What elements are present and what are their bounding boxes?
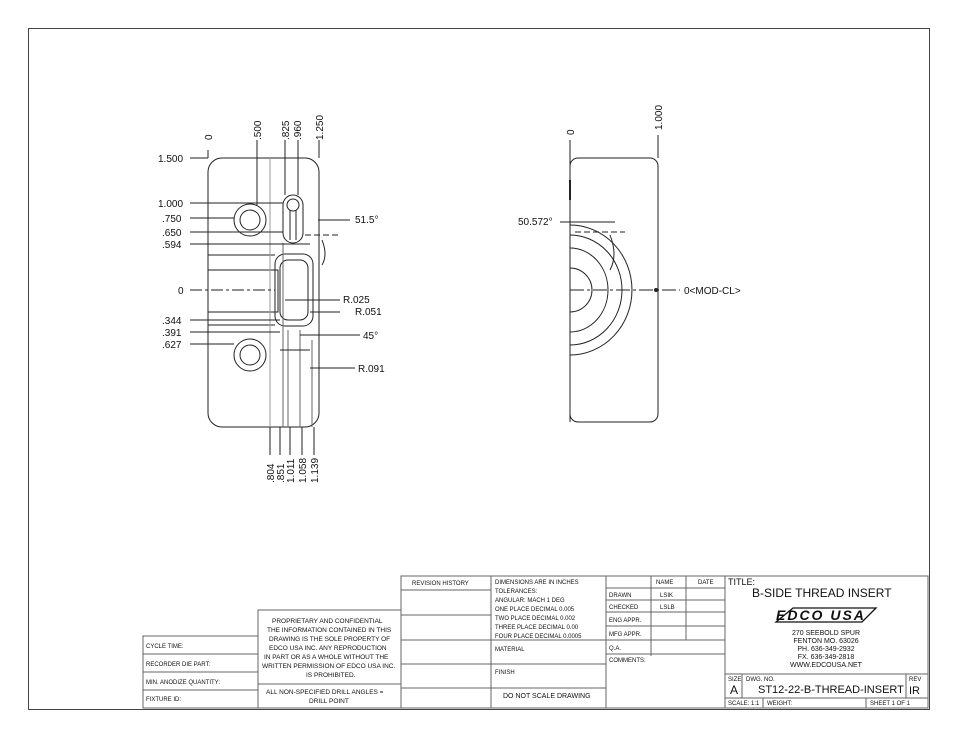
title-label: TITLE: bbox=[728, 577, 755, 587]
sheet-label: SHEET 1 OF 1 bbox=[870, 701, 911, 707]
bottom-dim-1: .851 bbox=[276, 463, 287, 483]
drawing-border bbox=[28, 28, 930, 710]
top-dim-3: .960 bbox=[293, 120, 304, 140]
front-upper-hole-outer bbox=[233, 203, 267, 237]
proprietary-line-1: THE INFORMATION CONTAINED IN THIS bbox=[267, 627, 392, 634]
drawn-name: LSIK bbox=[660, 593, 673, 599]
size-label: SIZE bbox=[728, 677, 741, 683]
left-row-cycle: CYCLE TIME: bbox=[146, 644, 184, 650]
left-dim-8: .627 bbox=[162, 340, 182, 351]
qa-label: Q.A. bbox=[609, 646, 621, 652]
left-dim-1: 1.000 bbox=[158, 199, 183, 210]
size-value: A bbox=[730, 683, 738, 697]
dwg-label: DWG. NO. bbox=[746, 677, 775, 683]
side-top-dim-0: 0 bbox=[566, 129, 577, 135]
mfg-appr-label: MFG APPR. bbox=[609, 632, 642, 638]
top-dim-1: .500 bbox=[253, 120, 264, 140]
side-centerline-label: 0<MOD-CL> bbox=[684, 286, 741, 297]
radius-025: R.025 bbox=[343, 295, 370, 306]
radius-091: R.091 bbox=[358, 364, 385, 375]
comments-label: COMMENTS: bbox=[609, 658, 646, 664]
left-dim-6: .344 bbox=[162, 316, 182, 327]
left-dim-3: .650 bbox=[162, 228, 182, 239]
proprietary-line-4: IN PART OR AS A WHOLE WITHOUT THE bbox=[264, 654, 389, 661]
col-name: NAME bbox=[656, 580, 673, 586]
title-block bbox=[142, 575, 929, 709]
left-dim-4: .594 bbox=[162, 240, 182, 251]
revision-history-label: REVISION HISTORY bbox=[412, 581, 469, 587]
proprietary-title: PROPRIETARY AND CONFIDENTIAL bbox=[272, 618, 383, 625]
rev-label: REV bbox=[909, 677, 921, 683]
front-view-body bbox=[207, 157, 320, 428]
drill-note-2: DRILL POINT bbox=[309, 698, 349, 705]
edco-logo-text: EDCO USA bbox=[776, 607, 866, 623]
left-dim-7: .391 bbox=[162, 328, 182, 339]
left-dim-5: 0 bbox=[178, 286, 184, 297]
tol-three-place: THREE PLACE DECIMAL 0.00 bbox=[495, 625, 579, 631]
drill-note-1: ALL NON-SPECIFIED DRILL ANGLES = bbox=[266, 689, 384, 696]
left-row-anodize: MIN. ANODIZE QUANTITY: bbox=[146, 680, 220, 686]
left-row-recorder: RECORDER DIE PART: bbox=[146, 662, 210, 668]
radius-051: R.051 bbox=[355, 307, 382, 318]
tol-one-place: ONE PLACE DECIMAL 0.005 bbox=[495, 607, 575, 613]
proprietary-line-3: EDCO USA INC. ANY REPRODUCTION bbox=[269, 645, 387, 652]
drawn-label: DRAWN bbox=[609, 593, 631, 599]
front-upper-hole-inner bbox=[239, 209, 261, 231]
finish-label: FINISH bbox=[495, 670, 515, 676]
col-date: DATE bbox=[698, 580, 714, 586]
dims-note: DIMENSIONS ARE IN INCHES bbox=[495, 580, 579, 586]
side-top-dim-1: 1.000 bbox=[654, 105, 665, 130]
tol-two-place: TWO PLACE DECIMAL 0.002 bbox=[495, 616, 576, 622]
top-dim-0: 0 bbox=[204, 134, 215, 140]
tol-four-place: FOUR PLACE DECIMAL 0.0005 bbox=[495, 634, 582, 640]
front-lower-hole-outer bbox=[233, 338, 267, 372]
front-slot bbox=[282, 194, 304, 244]
address-line-5: WWW.EDCOUSA.NET bbox=[790, 662, 863, 669]
checked-label: CHECKED bbox=[609, 605, 639, 611]
tol-angular: ANGULAR: MACH 1 DEG bbox=[495, 598, 565, 604]
proprietary-line-5: WRITTEN PERMISSION OF EDCO USA INC. bbox=[262, 663, 395, 670]
eng-appr-label: ENG APPR. bbox=[609, 618, 642, 624]
bottom-dim-2: 1.011 bbox=[286, 458, 297, 483]
scale-label: SCALE: 1:1 bbox=[728, 701, 760, 707]
proprietary-line-2: DRAWING IS THE SOLE PROPERTY OF bbox=[269, 636, 390, 643]
address-line-4: FX. 636-349-2818 bbox=[798, 654, 855, 661]
bottom-dim-3: 1.058 bbox=[298, 458, 309, 483]
address-line-3: PH. 636-349-2932 bbox=[797, 646, 854, 653]
top-dim-4: 1.250 bbox=[315, 115, 326, 140]
address-line-2: FENTON MO. 63026 bbox=[793, 638, 858, 645]
tolerances-label: TOLERANCES: bbox=[495, 589, 538, 595]
left-dim-2: .750 bbox=[162, 214, 182, 225]
side-angle: 50.572° bbox=[518, 217, 553, 228]
edco-logo bbox=[774, 607, 878, 623]
rev-value: IR bbox=[909, 685, 920, 697]
do-not-scale: DO NOT SCALE DRAWING bbox=[503, 693, 591, 700]
proprietary-line-6: IS PROHIBITED. bbox=[306, 672, 356, 679]
front-lower-hole-inner bbox=[239, 344, 261, 366]
material-label: MATERIAL bbox=[495, 647, 525, 653]
angle-51-5: 51.5° bbox=[355, 215, 378, 226]
angle-45: 45° bbox=[363, 331, 378, 342]
dwg-number: ST12-22-B-THREAD-INSERT bbox=[758, 684, 904, 696]
checked-name: LSLB bbox=[660, 605, 675, 611]
weight-label: WEIGHT: bbox=[767, 701, 792, 707]
top-dim-2: .825 bbox=[281, 120, 292, 140]
address-line-1: 270 SEEBOLD SPUR bbox=[792, 630, 860, 637]
left-row-fixture: FIXTURE ID: bbox=[146, 697, 181, 703]
bottom-dim-4: 1.139 bbox=[310, 458, 321, 483]
bottom-dim-0: .804 bbox=[266, 463, 277, 483]
left-dim-0: 1.500 bbox=[158, 154, 183, 165]
drawing-title: B-SIDE THREAD INSERT bbox=[752, 586, 892, 600]
